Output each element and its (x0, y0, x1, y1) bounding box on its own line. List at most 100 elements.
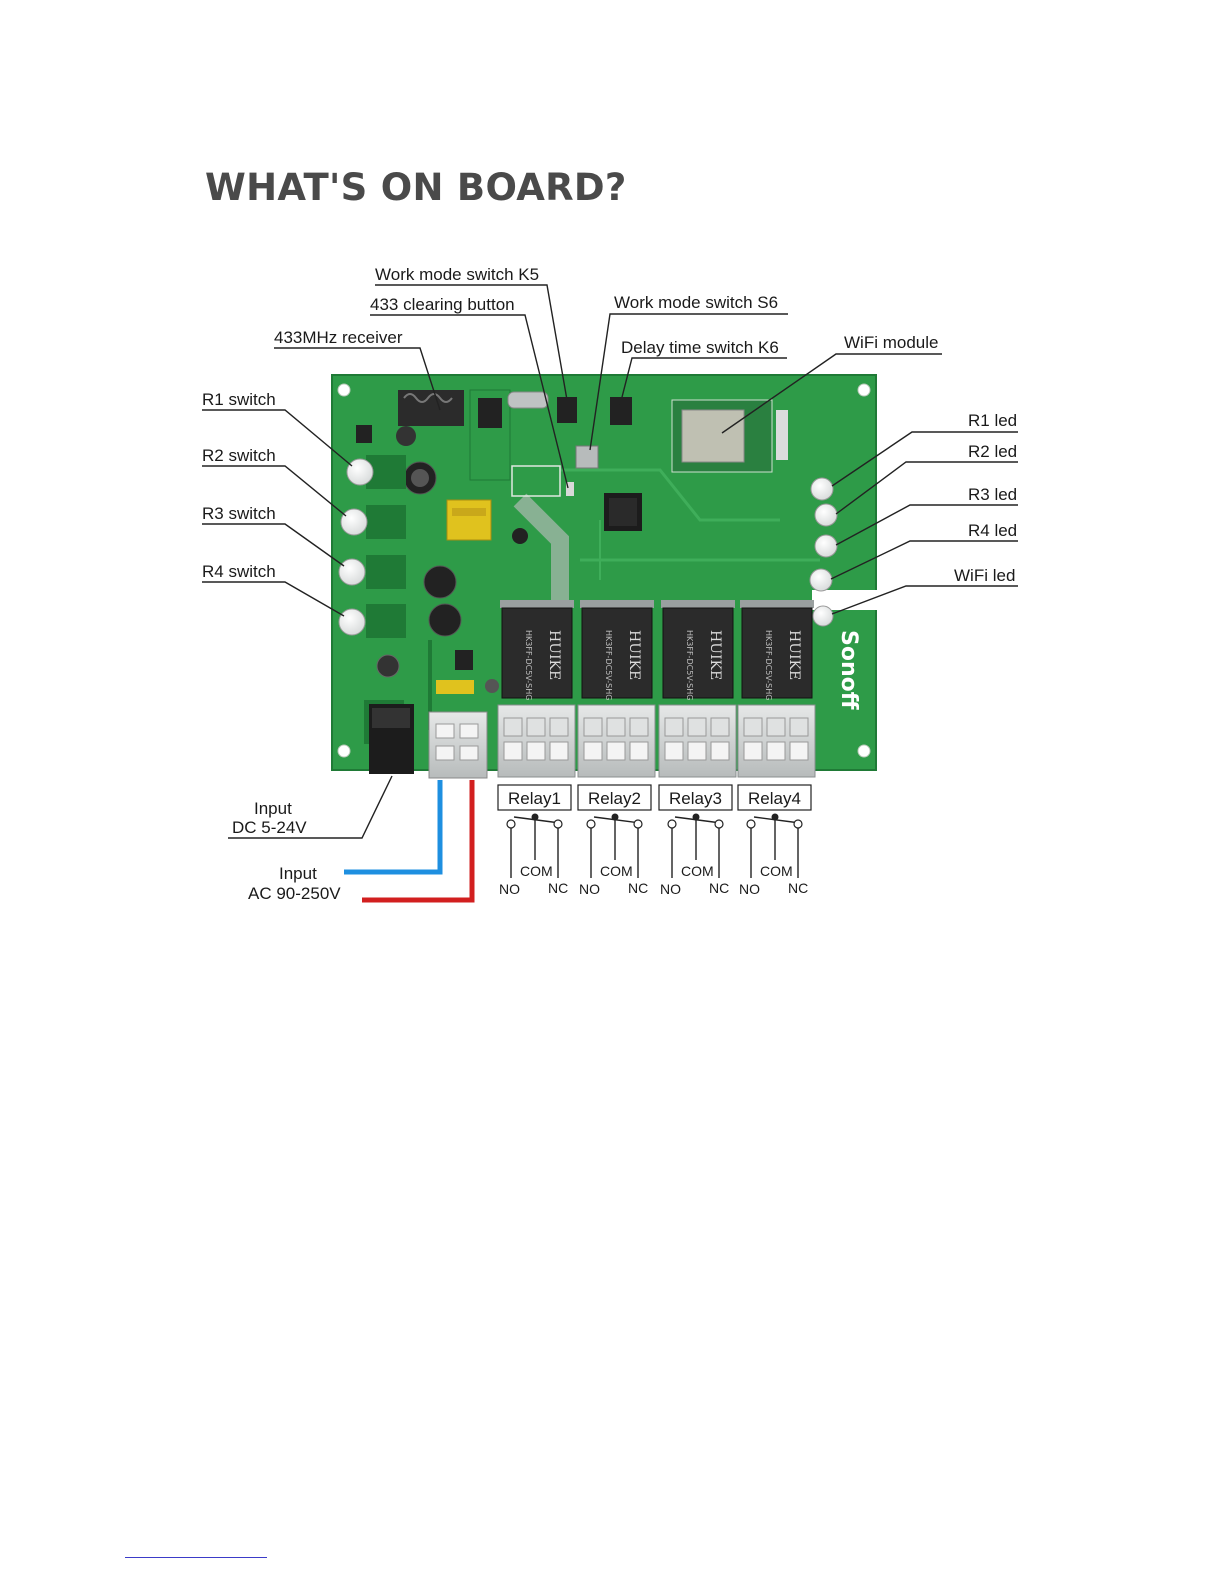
contact-switch-arm (753, 816, 801, 824)
terminal-port (789, 717, 809, 737)
relay-terminal (577, 704, 656, 778)
terminal-screw (743, 741, 763, 761)
contact-com-label: COM (520, 863, 553, 879)
terminal-port (503, 717, 523, 737)
contact-nc-label: NC (548, 880, 568, 896)
leader-r3-led (835, 504, 1018, 546)
relay-brand-text: HUIKE (626, 630, 642, 680)
relay-terminal (658, 704, 737, 778)
contact-no-label: NO (579, 881, 600, 897)
label-r4-led: R4 led (968, 521, 1017, 540)
input-ac-label-1: Input (279, 864, 317, 883)
relay-body (581, 607, 653, 699)
leader-work-mode-s6 (589, 313, 788, 451)
label-433-clearing: 433 clearing button (370, 295, 515, 314)
relay-model-text: HK3FF-DC5V-SHG (764, 630, 773, 700)
terminal-port (606, 717, 626, 737)
relay-clip (740, 600, 814, 608)
transformer (446, 499, 492, 541)
label-r2-switch: R2 switch (202, 446, 276, 465)
dc-jack (369, 704, 414, 774)
contact-nc-label: NC (709, 880, 729, 896)
relay-model-text: HK3FF-DC5V-SHG (524, 630, 533, 700)
contact-com-pivot (611, 813, 619, 821)
terminal-screw (526, 741, 546, 761)
label-r4-switch: R4 switch (202, 562, 276, 581)
terminal-port (664, 717, 684, 737)
leader-delay-k6 (619, 357, 787, 406)
contact-no-terminal (746, 819, 756, 829)
contact-no-label: NO (739, 881, 760, 897)
contact-no-label: NO (499, 881, 520, 897)
label-wifi-module: WiFi module (844, 333, 938, 352)
label-r1-led: R1 led (968, 411, 1017, 430)
relay-clip (580, 600, 654, 608)
leader-r1-switch (202, 409, 353, 467)
input-dc-label-2: DC 5-24V (232, 818, 307, 837)
contact-switch-arm (674, 816, 722, 824)
terminal-port (629, 717, 649, 737)
terminal-screw (687, 741, 707, 761)
contact-nc-label: NC (788, 880, 808, 896)
contact-no-label: NO (660, 881, 681, 897)
terminal-screw (766, 741, 786, 761)
leader-433-receiver (274, 347, 441, 411)
relay-terminal (737, 704, 816, 778)
contact-nc-terminal (633, 819, 643, 829)
brand-logo: Sonoff (836, 630, 861, 711)
leader-r3-switch (202, 523, 345, 567)
capacitors (376, 426, 462, 678)
terminal-port (583, 717, 603, 737)
label-r3-switch: R3 switch (202, 504, 276, 523)
dip-switches (511, 397, 632, 497)
relay-clip (500, 600, 574, 608)
terminal-screw (606, 741, 626, 761)
contact-nc-terminal (714, 819, 724, 829)
terminal-screw (549, 741, 569, 761)
contact-no-terminal (586, 819, 596, 829)
contact-com-label: COM (600, 863, 633, 879)
relay-brand-text: HUIKE (546, 630, 562, 680)
label-wifi-led: WiFi led (954, 566, 1015, 585)
neutral-wire (344, 780, 443, 875)
leader-work-mode-k5 (375, 284, 568, 401)
terminal-port (549, 717, 569, 737)
contact-com-pivot (771, 813, 779, 821)
receiver-433-module (398, 389, 511, 481)
relay-label-box (737, 784, 812, 811)
mcu-chip (604, 493, 642, 531)
terminal-screw (583, 741, 603, 761)
label-r1-switch: R1 switch (202, 390, 276, 409)
pcb-board (331, 374, 882, 771)
relay-label: Relay3 (669, 789, 722, 808)
contact-com-label: COM (681, 863, 714, 879)
relay-brand-text: HUIKE (786, 630, 802, 680)
contact-com-pivot (531, 813, 539, 821)
terminal-screw (629, 741, 649, 761)
contact-com-pivot (692, 813, 700, 821)
leader-r4-switch (202, 581, 345, 617)
label-r2-led: R2 led (968, 442, 1017, 461)
label-work-mode-s6: Work mode switch S6 (614, 293, 778, 312)
relay-label-box (577, 784, 652, 811)
terminal-port (743, 717, 763, 737)
leader-wifi-module (721, 353, 942, 434)
leader-r1-led (831, 431, 1018, 487)
relay-label: Relay2 (588, 789, 641, 808)
relay-label: Relay4 (748, 789, 801, 808)
terminal-screw (710, 741, 730, 761)
footer-rule (125, 1557, 267, 1558)
relay-terminal (497, 704, 576, 778)
leader-r2-switch (202, 465, 347, 517)
terminal-port (526, 717, 546, 737)
terminal-port (766, 717, 786, 737)
terminal-port (710, 717, 730, 737)
label-r3-led: R3 led (968, 485, 1017, 504)
terminal-screw (503, 741, 523, 761)
label-433-receiver: 433MHz receiver (274, 328, 403, 347)
input-ac-label-2: AC 90-250V (248, 884, 341, 903)
ac-terminal (428, 711, 488, 779)
terminal-screw (664, 741, 684, 761)
